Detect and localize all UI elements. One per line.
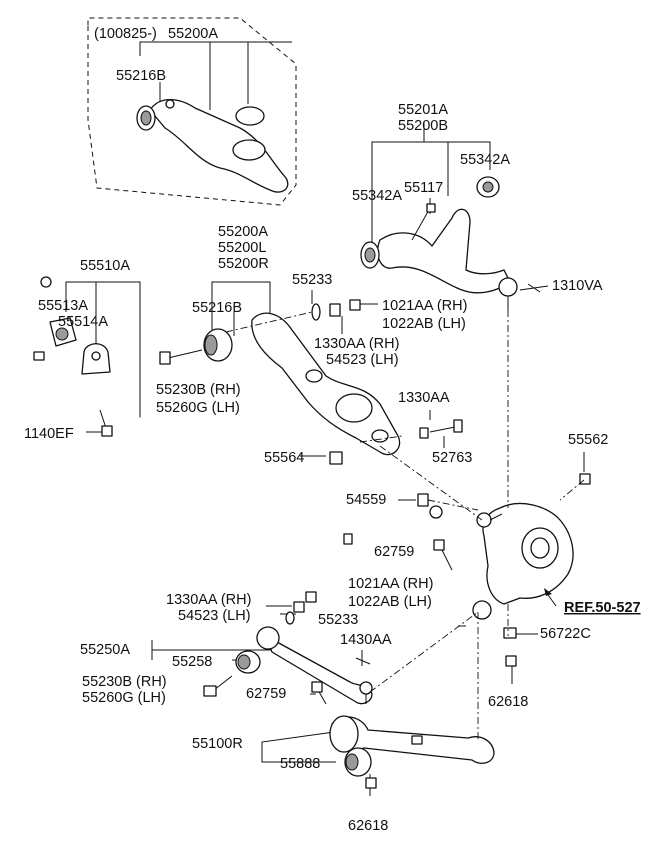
assembly-lines bbox=[225, 310, 585, 742]
link-bolt bbox=[419, 419, 463, 439]
ref-arrow bbox=[544, 588, 557, 607]
label-ref: REF.50-527 bbox=[564, 600, 641, 616]
labels: (100825-) 55200A 55216B 55201A 55200B 55… bbox=[24, 26, 641, 834]
label-assist-nut-lh: 1022AB (LH) bbox=[348, 594, 432, 610]
stabilizer-bolt bbox=[99, 409, 113, 437]
label-assist-bolt-rh: 1330AA (RH) bbox=[166, 592, 251, 608]
label-link-bolt: 1330AA bbox=[398, 390, 450, 406]
label-arm-bolt-lh: 55260G (LH) bbox=[156, 400, 240, 416]
label-assist-arm: 55250A bbox=[80, 642, 130, 658]
assist-arm-bolt bbox=[203, 675, 233, 697]
label-assist-arm-bolt-lh: 55260G (LH) bbox=[82, 690, 166, 706]
stabilizer-bar bbox=[19, 276, 443, 545]
label-bolt-lh: 54523 (LH) bbox=[326, 352, 399, 368]
cotter-pin bbox=[355, 657, 371, 665]
inset-leader-lines bbox=[139, 41, 292, 110]
label-link-nut: 55564 bbox=[264, 450, 304, 466]
knuckle bbox=[472, 502, 574, 620]
label-upper-bushing-right: 55342A bbox=[460, 152, 510, 168]
label-inset-arm: 55200A bbox=[168, 26, 218, 42]
label-upper-bolt: 55117 bbox=[404, 180, 443, 196]
stabilizer-bushing bbox=[49, 317, 77, 347]
label-knuckle-nut: 55562 bbox=[568, 432, 608, 448]
stabilizer-leaders bbox=[65, 281, 141, 433]
label-hub-nut: 56722C bbox=[540, 626, 591, 642]
label-stab-link-nut: 54559 bbox=[346, 492, 386, 508]
label-inset-bushing: 55216B bbox=[116, 68, 166, 84]
label-assist-bolt-lh: 54523 (LH) bbox=[178, 608, 251, 624]
assist-bolt-nut bbox=[285, 591, 317, 625]
label-assist-nut-rh: 1021AA (RH) bbox=[348, 576, 433, 592]
label-washer: 55233 bbox=[292, 272, 332, 288]
label-upper-arm-1: 55201A bbox=[398, 102, 448, 118]
label-stab-bolt: 1140EF bbox=[24, 426, 74, 442]
lower-arm-bolt bbox=[159, 349, 203, 365]
label-trailing-bolt: 62618 bbox=[348, 818, 388, 834]
label-bolt-rh: 1330AA (RH) bbox=[314, 336, 399, 352]
label-upper-pin: 1310VA bbox=[552, 278, 603, 294]
label-assist-bushing: 55258 bbox=[172, 654, 212, 670]
label-knuckle-bolt-2: 62618 bbox=[488, 694, 528, 710]
label-link-stud: 52763 bbox=[432, 450, 472, 466]
label-trailing-arm: 55100R bbox=[192, 736, 243, 752]
label-inset-date: (100825-) bbox=[94, 26, 157, 42]
knuckle-bolt bbox=[433, 539, 453, 571]
label-lower-arm-1: 55200A bbox=[218, 224, 268, 240]
link-nut bbox=[329, 451, 343, 465]
label-lower-arm-2: 55200L bbox=[218, 240, 266, 256]
label-lower-arm-3: 55200R bbox=[218, 256, 269, 272]
stabilizer-bracket bbox=[81, 343, 111, 375]
lower-arm bbox=[251, 312, 401, 456]
label-assist-bolt-2: 62759 bbox=[246, 686, 286, 702]
lower-arm-bushing bbox=[203, 328, 233, 362]
label-upper-arm-2: 55200B bbox=[398, 118, 448, 134]
assist-bolt-2 bbox=[311, 681, 327, 705]
label-stab-bracket: 55514A bbox=[58, 314, 108, 330]
inset-bushing bbox=[136, 105, 156, 131]
label-assist-arm-bolt-rh: 55230B (RH) bbox=[82, 674, 167, 690]
trailing-bushing bbox=[344, 747, 372, 777]
label-upper-bushing-left: 55342A bbox=[352, 188, 402, 204]
label-nut-rh: 1021AA (RH) bbox=[382, 298, 467, 314]
label-lower-bushing: 55216B bbox=[192, 300, 242, 316]
inset-box bbox=[87, 17, 297, 206]
trailing-bolt bbox=[365, 777, 377, 789]
lower-arm-washer-nut bbox=[311, 299, 361, 321]
lower-arm-leaders bbox=[211, 281, 445, 457]
label-arm-bolt-rh: 55230B (RH) bbox=[156, 382, 241, 398]
stab-link-nut bbox=[417, 493, 429, 507]
knuckle-nut bbox=[579, 473, 591, 485]
knuckle-bolt-2 bbox=[505, 655, 517, 667]
upper-arm bbox=[360, 176, 541, 310]
assist-bushing bbox=[235, 650, 261, 674]
label-stabilizer-bar: 55510A bbox=[80, 258, 130, 274]
label-trailing-bushing: 55888 bbox=[280, 756, 320, 772]
label-cotter-pin: 1430AA bbox=[340, 632, 392, 648]
assist-arm bbox=[256, 626, 373, 705]
label-nut-lh: 1022AB (LH) bbox=[382, 316, 466, 332]
label-assist-washer: 55233 bbox=[318, 612, 358, 628]
hub-nut bbox=[503, 627, 517, 639]
label-stab-bushing: 55513A bbox=[38, 298, 88, 314]
label-knuckle-bolt: 62759 bbox=[374, 544, 414, 560]
inset-lower-arm bbox=[149, 98, 289, 193]
